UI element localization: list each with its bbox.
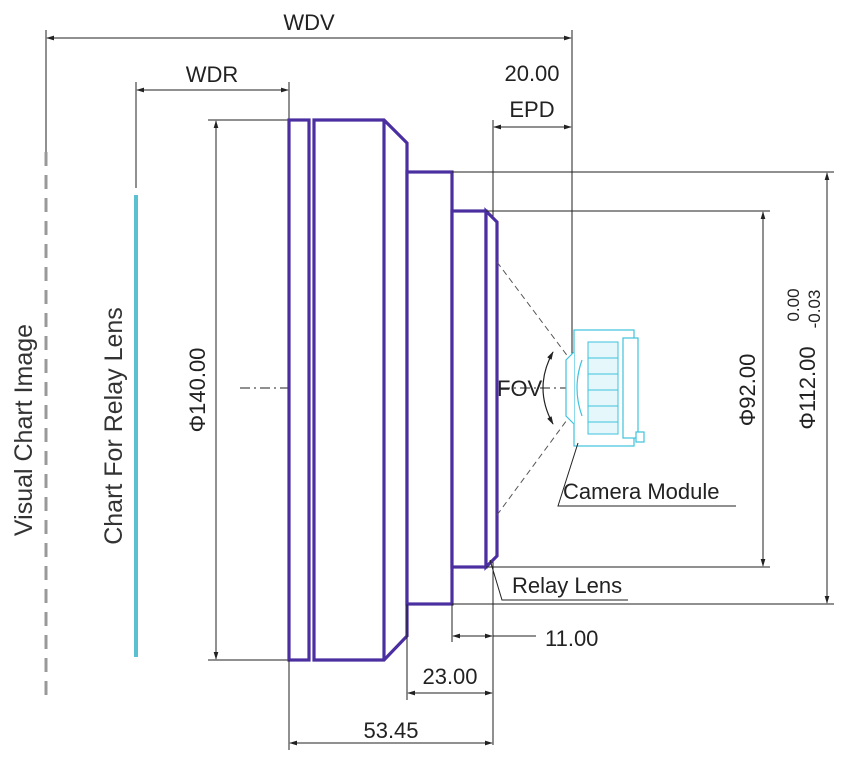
relay-lens-body: [287, 118, 499, 662]
epd-label: EPD: [509, 97, 554, 122]
camera-module-leader: [557, 442, 736, 507]
chart-for-relay-lens-label: Chart For Relay Lens: [100, 307, 128, 545]
epd-value-label: 20.00: [504, 61, 559, 86]
camera-module-label: Camera Module: [563, 479, 720, 504]
camera-module: [565, 329, 645, 447]
fov-label: FOV: [497, 376, 543, 401]
dia-112-tolerance-upper: 0.00: [784, 288, 803, 321]
dim-23-label: 23.00: [422, 664, 477, 689]
dia-140-label: Φ140.00: [185, 348, 210, 433]
relay-lens-leader: [489, 559, 628, 601]
fov-arc: [542, 351, 554, 425]
fov-cone-lower: [496, 404, 579, 516]
dia-112-label: Φ112.00: [795, 346, 820, 429]
relay-lens-label: Relay Lens: [512, 573, 622, 598]
dia-92-label: Φ92.00: [735, 354, 760, 427]
dia-112-tolerance-lower: -0.03: [805, 290, 824, 329]
dim-53-label: 53.45: [363, 718, 418, 743]
wdv-label: WDV: [283, 10, 335, 35]
visual-chart-image-label: Visual Chart Image: [10, 324, 38, 536]
wdr-label: WDR: [186, 62, 239, 87]
fov-cone-upper: [496, 261, 579, 371]
dim-11-label: 11.00: [545, 626, 598, 651]
